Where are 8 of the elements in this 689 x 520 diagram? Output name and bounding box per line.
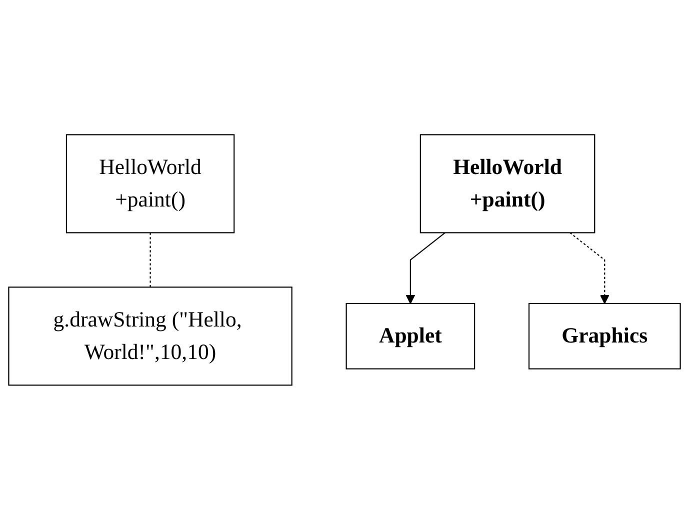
- node-box: HelloWorld +paint(): [420, 134, 596, 234]
- node-box: Applet: [346, 303, 476, 370]
- arrow: [406, 232, 446, 304]
- arrow: [570, 232, 610, 304]
- connector: [150, 232, 151, 288]
- node-box: g.drawString ("Hello, World!",10,10): [8, 286, 292, 386]
- node-box: HelloWorld +paint(): [66, 134, 235, 234]
- node-box: Graphics: [528, 303, 681, 370]
